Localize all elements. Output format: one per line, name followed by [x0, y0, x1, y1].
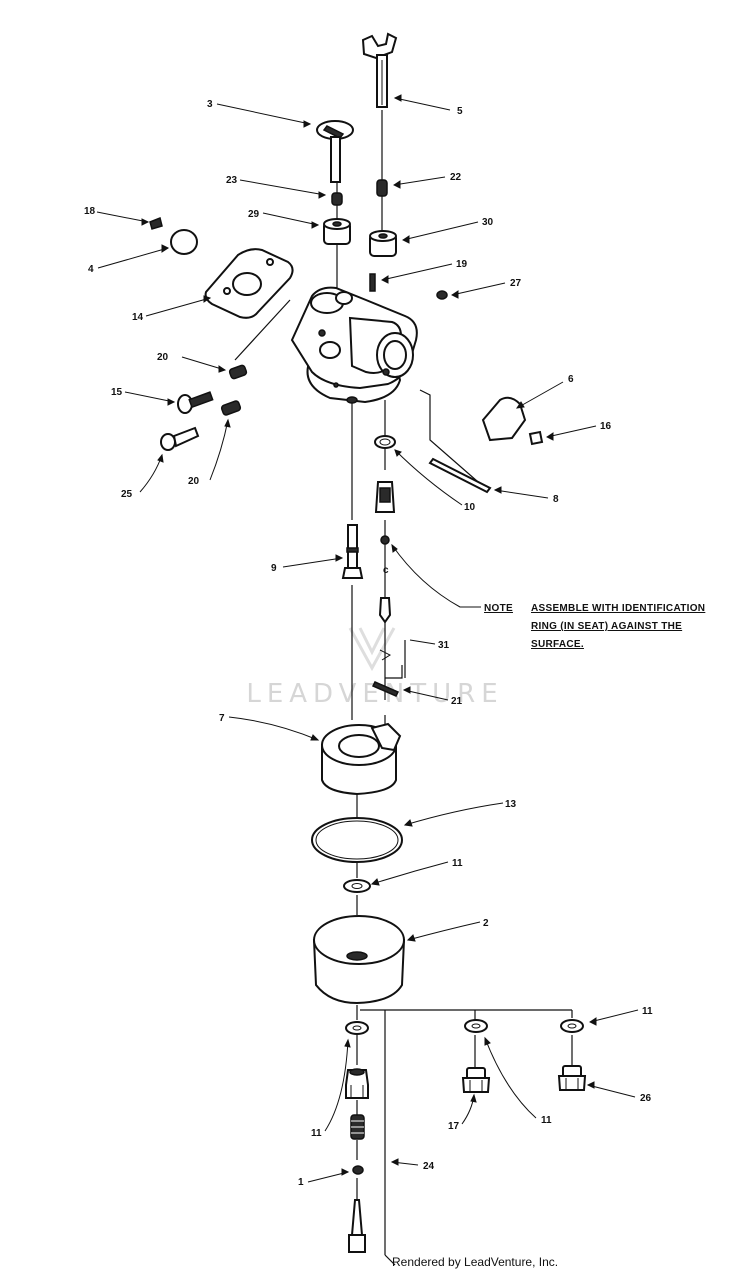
callout-22: 22: [450, 172, 462, 183]
callout-15: 15: [111, 387, 123, 398]
part-9-nozzle: [341, 524, 364, 579]
callout-1: 1: [298, 1177, 304, 1188]
part-3-throttle-shaft: [316, 120, 354, 183]
callout-14: 14: [132, 312, 144, 323]
part-29-seal: [323, 218, 351, 245]
callout-18: 18: [84, 206, 96, 217]
callout-10: 10: [464, 502, 476, 513]
part-21-pin: [371, 681, 400, 697]
part-17-plug: [461, 1067, 491, 1093]
callout-30: 30: [482, 217, 494, 228]
callout-2: 2: [483, 918, 489, 929]
part-4-plate: [170, 229, 198, 255]
callout-19: 19: [456, 259, 468, 270]
part-18-screw: [149, 216, 163, 230]
callout-16: 16: [600, 421, 612, 432]
inlet-needle-seat: c: [374, 481, 396, 661]
part-22-spring: [376, 179, 388, 197]
part-26-plug: [557, 1065, 587, 1091]
callout-24: 24: [423, 1161, 435, 1172]
render-credit: Rendered by LeadVenture, Inc.: [392, 1255, 558, 1269]
callout-23: 23: [226, 175, 238, 186]
callout-11-middle: 11: [541, 1115, 552, 1126]
carburetor-body: [290, 286, 418, 404]
callout-11-right: 11: [642, 1006, 653, 1017]
part-11-washer-left: [345, 1021, 369, 1035]
note-line-2: RING (IN SEAT) AGAINST THE: [531, 621, 682, 632]
callout-7: 7: [219, 713, 225, 724]
part-11-washer-right: [560, 1019, 584, 1033]
part-20-spring-lower: [220, 400, 242, 416]
part-14-gasket: [204, 248, 294, 319]
callout-4: 4: [88, 264, 94, 275]
callout-labels: 5 3 23 22 18 29 30 4 19 27 14 20 6 15 16…: [84, 99, 653, 1188]
part-27-plug: [436, 290, 448, 300]
part-6-plate: [481, 396, 527, 442]
note-line-1: ASSEMBLE WITH IDENTIFICATION: [531, 603, 705, 614]
callout-5: 5: [457, 106, 463, 117]
callout-20-upper: 20: [157, 352, 169, 363]
part-10-washer: [374, 435, 396, 449]
callout-17: 17: [448, 1121, 460, 1132]
callout-25: 25: [121, 489, 133, 500]
assembly-note: NOTE ASSEMBLE WITH IDENTIFICATION RING (…: [484, 603, 705, 650]
clip-mark: c: [383, 565, 389, 576]
part-7-float: [321, 722, 402, 796]
callout-29: 29: [248, 209, 260, 220]
watermark-logo: [348, 627, 396, 672]
part-5-choke-shaft: [361, 32, 398, 108]
adjusting-spring: [350, 1114, 365, 1140]
part-23-spring: [331, 192, 343, 206]
part-30-seal: [369, 230, 397, 257]
callout-8: 8: [553, 494, 559, 505]
part-16-screw: [528, 430, 544, 446]
note-line-3: SURFACE.: [531, 639, 584, 650]
callout-26: 26: [640, 1093, 652, 1104]
callout-9: 9: [271, 563, 277, 574]
part-2-float-bowl: [312, 915, 406, 1005]
callout-11-upper: 11: [452, 858, 463, 869]
part-1-o-ring: [352, 1165, 364, 1175]
callout-6: 6: [568, 374, 574, 385]
part-11-washer-upper: [343, 879, 371, 893]
part-11-washer-middle: [464, 1019, 488, 1033]
part-8-rod: [428, 457, 492, 494]
part-15-screw: [177, 391, 214, 414]
bowl-nut: [345, 1068, 369, 1099]
callout-31: 31: [438, 640, 450, 651]
adjusting-needle: [348, 1199, 366, 1253]
watermark-text: LEADVENTURE: [246, 679, 503, 709]
part-13-gasket-ring: [311, 817, 403, 863]
part-25-screw: [160, 426, 200, 451]
note-label: NOTE: [484, 603, 513, 614]
leader-lines: [96, 94, 639, 1183]
callout-27: 27: [510, 278, 522, 289]
callout-21: 21: [451, 696, 463, 707]
callout-20-lower: 20: [188, 476, 200, 487]
callout-11-left: 11: [311, 1128, 322, 1139]
callout-3: 3: [207, 99, 213, 110]
callout-13: 13: [505, 799, 517, 810]
part-19-pin: [369, 273, 376, 292]
part-20-spring-upper: [228, 364, 248, 380]
assembly-centerlines: [234, 110, 573, 1266]
